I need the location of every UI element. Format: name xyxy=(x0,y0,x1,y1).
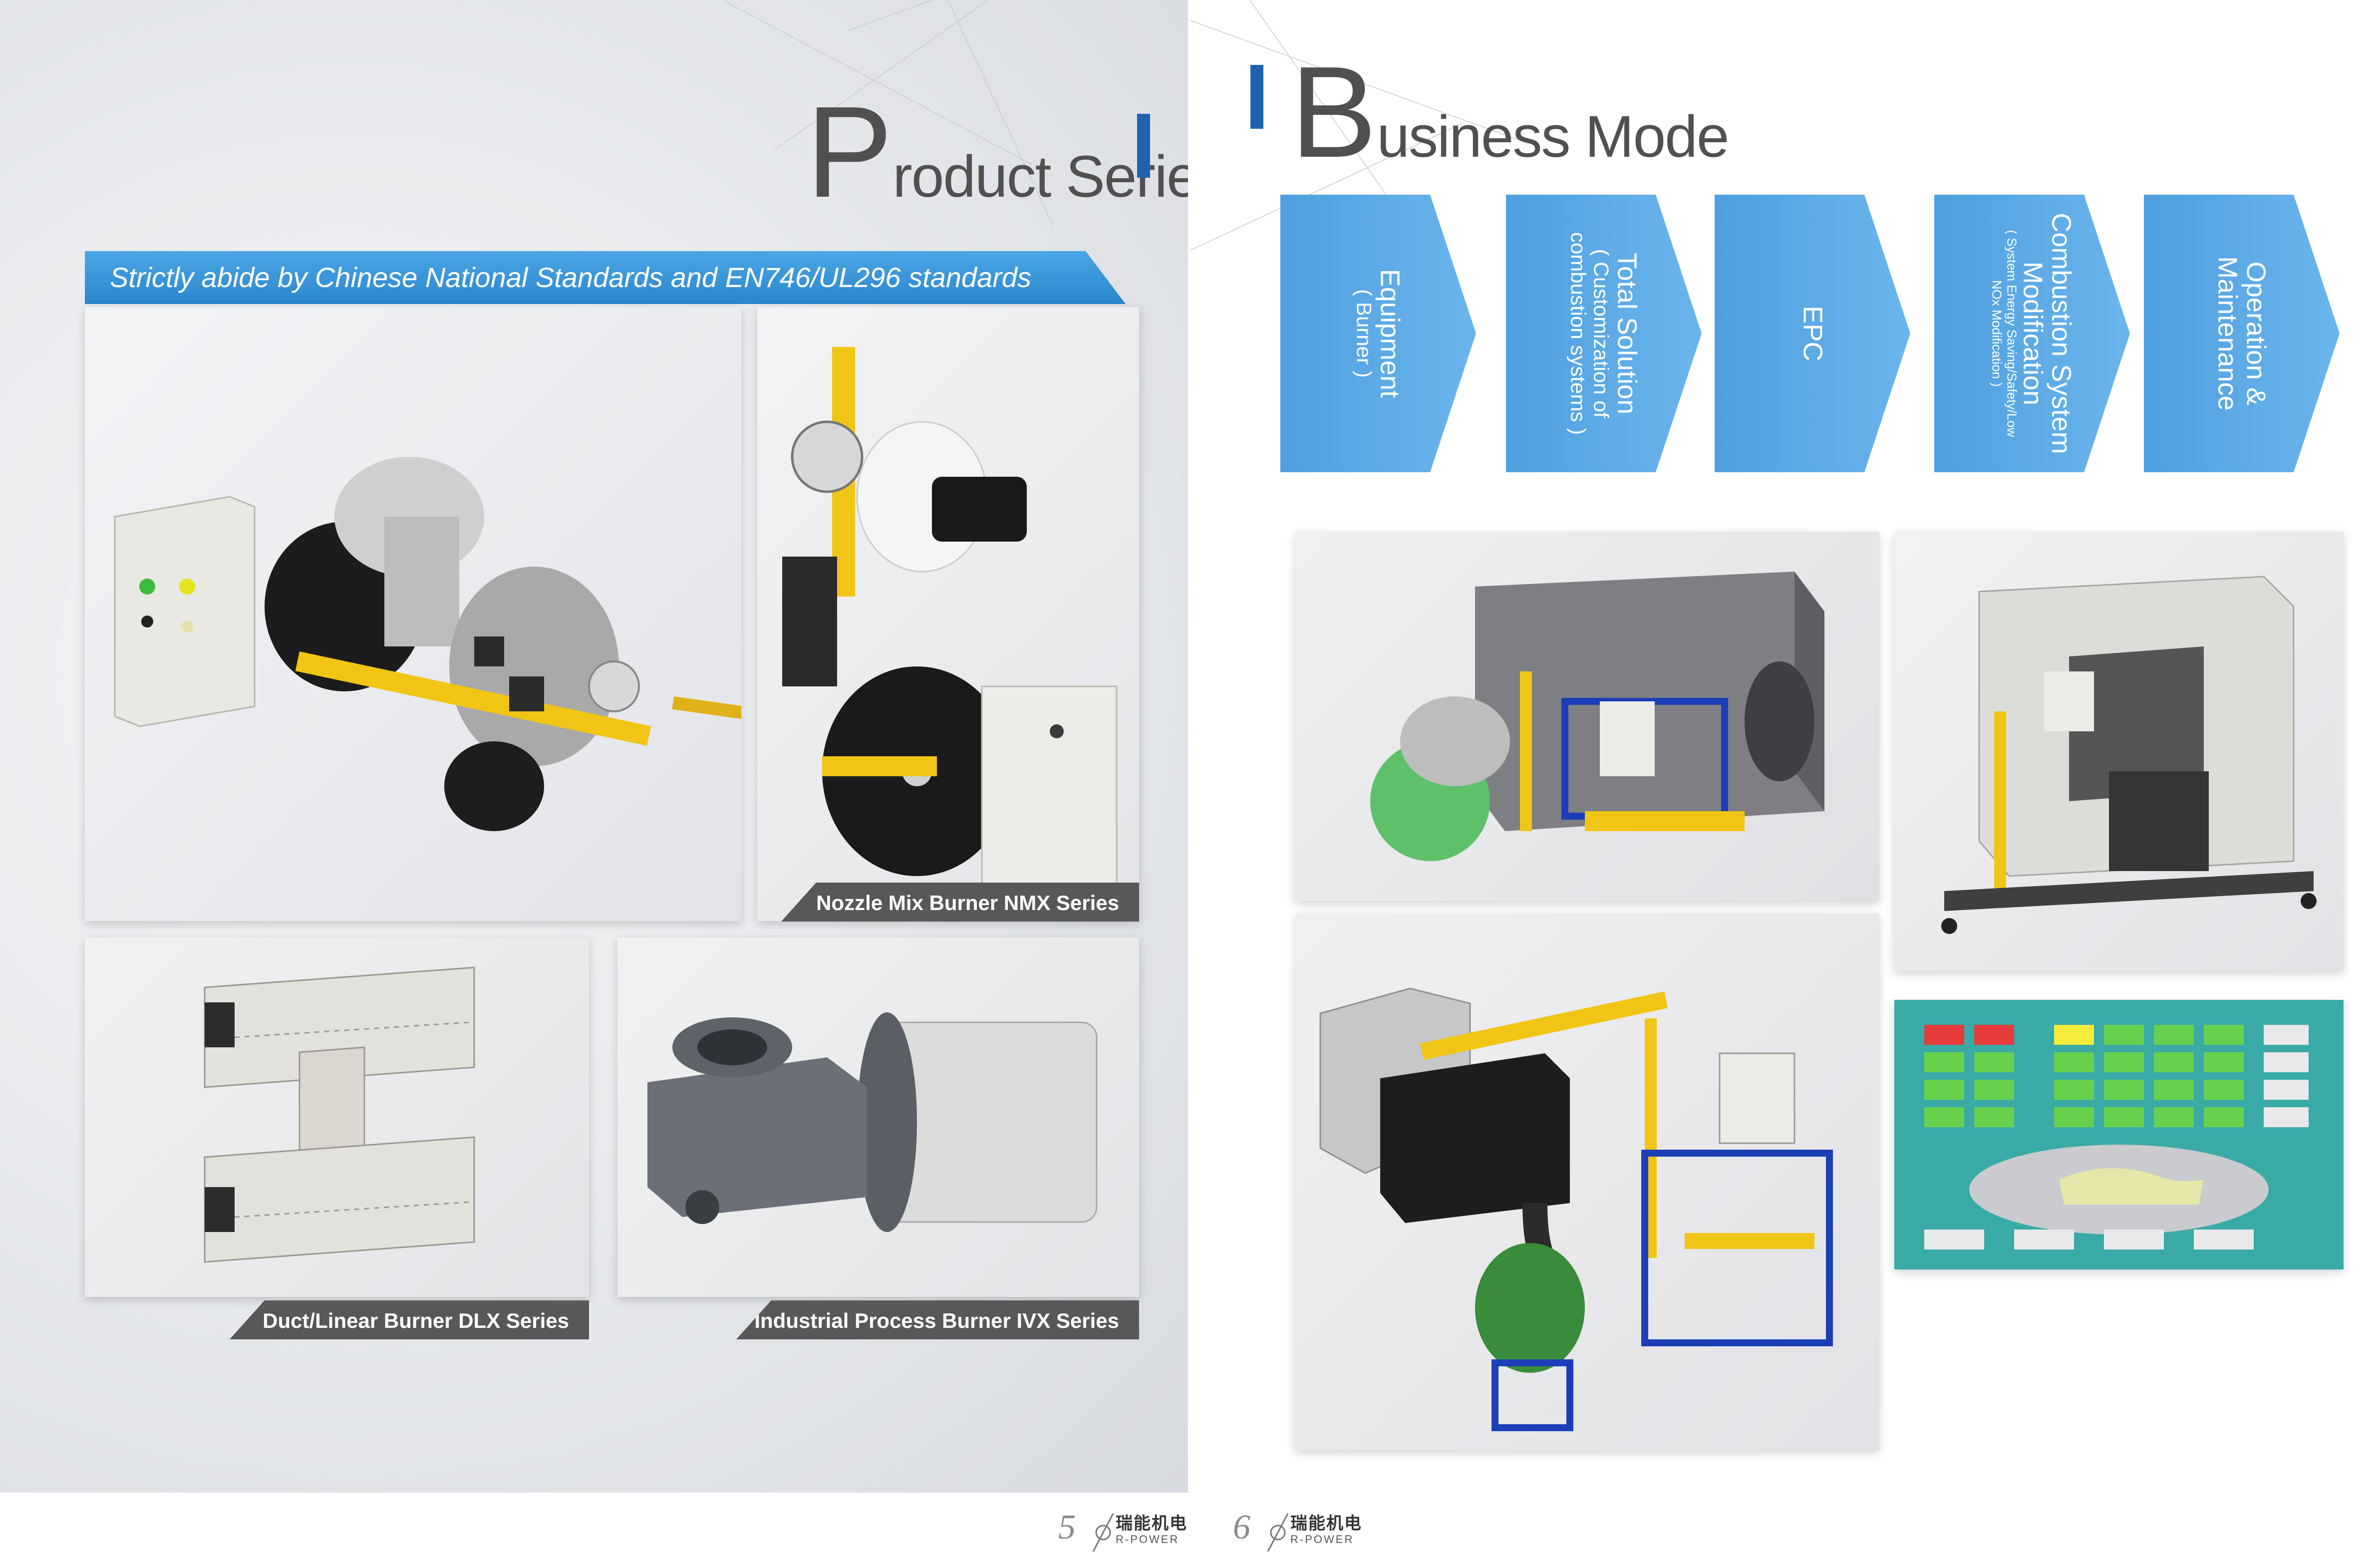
right-page: Business Mode Equipment ( Burner ) Total… xyxy=(1190,0,2380,1493)
nmx-burner-photo xyxy=(757,307,1139,921)
dlx-burner-photo xyxy=(85,937,589,1297)
step-operation-maintenance-text: Operation & Maintenance xyxy=(2213,256,2271,411)
brand-name-cn: 瑞能机电 xyxy=(1116,1514,1188,1533)
caption-dlx: Duct/Linear Burner DLX Series xyxy=(230,1300,589,1339)
step-sub-label: combustion systems ) xyxy=(1566,232,1590,435)
rpower-logo-icon xyxy=(1092,1513,1114,1552)
caption-ivx-text: Industrial Process Burner IVX Series xyxy=(754,1309,1119,1332)
page-title-product-series: Product Series xyxy=(806,87,1188,217)
standards-banner: Strictly abide by Chinese National Stand… xyxy=(85,251,1126,304)
title-initial: P xyxy=(806,80,893,225)
brand-block-left: 瑞能机电 R-POWER xyxy=(1116,1515,1188,1545)
step-sub-label: ( Burner ) xyxy=(1352,289,1376,378)
caption-nmx-text: Nozzle Mix Burner NMX Series xyxy=(816,891,1119,915)
step-epc: EPC xyxy=(1715,195,1910,472)
brand-name-en: R-POWER xyxy=(1116,1533,1180,1546)
step-epc-text: EPC xyxy=(1797,306,1828,361)
duct-heater-system-photo xyxy=(1295,532,1879,901)
title-accent-bar xyxy=(1137,114,1150,178)
left-page: Product Series Strictly abide by Chinese… xyxy=(0,0,1188,1493)
title-accent-bar xyxy=(1250,65,1263,129)
step-equipment: Equipment ( Burner ) xyxy=(1280,195,1476,472)
page-number-left: 5 xyxy=(1058,1508,1076,1547)
step-main-label: Modification xyxy=(2018,261,2048,406)
rpower-logo-icon xyxy=(1267,1513,1289,1552)
step-main-label: Total Solution xyxy=(1612,252,1642,415)
step-equipment-text: Equipment ( Burner ) xyxy=(1352,269,1405,398)
footer xyxy=(0,1493,2380,1556)
brand-name-cn: 瑞能机电 xyxy=(1290,1514,1362,1533)
background-net-line xyxy=(849,0,1131,31)
brand-block-right: 瑞能机电 R-POWER xyxy=(1290,1515,1362,1545)
caption-dlx-text: Duct/Linear Burner DLX Series xyxy=(263,1309,569,1332)
step-main-label: Maintenance xyxy=(2213,256,2243,411)
step-sub-label: NOx Modification ) xyxy=(1989,280,2005,387)
title-initial: B xyxy=(1290,40,1377,185)
step-total-solution-text: Total Solution ( Customization of combus… xyxy=(1566,232,1642,435)
ivx-burner-photo xyxy=(617,937,1139,1297)
step-sub-label: ( Customization of xyxy=(1589,249,1613,418)
step-main-label: Operation & xyxy=(2241,261,2271,406)
step-operation-maintenance: Operation & Maintenance xyxy=(2144,195,2340,472)
step-combustion-modification-text: Combustion System Modification ( System … xyxy=(1989,213,2077,454)
step-sub-label: ( System Energy Saving/Safety/Low xyxy=(2004,230,2020,437)
hmi-screen-photo xyxy=(1894,1000,2344,1269)
title-rest: usiness Mode xyxy=(1377,104,1729,170)
caption-nmx: Nozzle Mix Burner NMX Series xyxy=(781,883,1139,922)
page-title-business-mode: Business Mode xyxy=(1290,47,1729,177)
burner-photo-main xyxy=(85,307,741,921)
step-main-label: EPC xyxy=(1797,306,1828,361)
step-combustion-modification: Combustion System Modification ( System … xyxy=(1934,195,2130,472)
brand-name-en: R-POWER xyxy=(1290,1533,1354,1546)
burner-skid-photo xyxy=(1894,532,2344,971)
step-main-label: Combustion System xyxy=(2046,213,2077,454)
pipeline-system-photo xyxy=(1295,914,1879,1450)
caption-ivx: Industrial Process Burner IVX Series xyxy=(736,1300,1139,1339)
page-number-right: 6 xyxy=(1233,1508,1250,1547)
step-main-label: Equipment xyxy=(1375,269,1405,398)
step-total-solution: Total Solution ( Customization of combus… xyxy=(1506,195,1702,472)
standards-text: Strictly abide by Chinese National Stand… xyxy=(110,262,1032,293)
